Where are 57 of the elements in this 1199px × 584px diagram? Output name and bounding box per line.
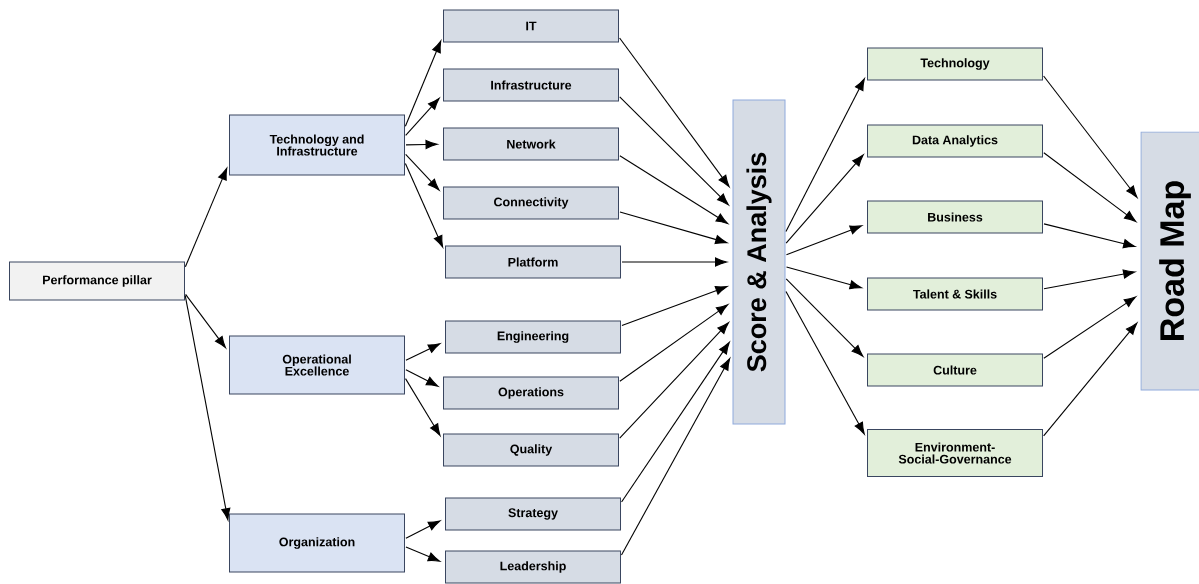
arrow <box>404 162 444 248</box>
item-box: Strategy <box>445 497 621 531</box>
arrow <box>405 343 441 361</box>
arrow <box>184 167 228 268</box>
roadmap-bar: Road Map <box>1140 131 1199 391</box>
arrow <box>405 520 441 539</box>
arrow <box>405 139 438 150</box>
arrow <box>185 293 227 349</box>
item-box: Platform <box>445 245 621 279</box>
arrow <box>1043 269 1136 290</box>
output-box: Business <box>867 200 1043 234</box>
arrow <box>404 40 442 127</box>
arrow <box>405 97 440 136</box>
arrow <box>405 153 440 191</box>
arrow <box>785 290 865 435</box>
arrow <box>619 304 729 382</box>
arrow <box>785 225 863 256</box>
arrow <box>621 257 728 267</box>
arrow <box>620 358 731 556</box>
arrow <box>1043 296 1137 359</box>
arrow <box>1043 223 1136 249</box>
output-box: Environment-Social-Governance <box>867 429 1043 477</box>
category-box: Technology and Infrastructure <box>229 114 405 176</box>
category-box: Operational Excellence <box>229 335 405 395</box>
arrow <box>184 294 231 521</box>
arrow <box>619 211 728 245</box>
item-box: Operations <box>443 376 619 410</box>
item-box: Leadership <box>445 550 621 584</box>
analysis-bar: Score & Analysis <box>732 99 786 425</box>
arrow <box>1043 322 1138 437</box>
arrow <box>404 378 441 436</box>
item-box: Engineering <box>445 320 621 354</box>
item-box: Connectivity <box>443 186 619 220</box>
arrow <box>785 154 864 244</box>
output-box: Technology <box>867 47 1043 81</box>
arrow <box>619 322 730 439</box>
arrow <box>785 266 862 290</box>
category-box: Organization <box>229 513 405 573</box>
root-box: Performance pillar <box>9 261 185 301</box>
arrow <box>785 278 864 357</box>
arrow <box>405 546 441 562</box>
item-box: Quality <box>443 433 619 467</box>
output-box: Culture <box>867 353 1043 387</box>
arrow <box>619 37 730 187</box>
arrow <box>621 286 728 326</box>
arrow <box>619 155 729 224</box>
item-box: Network <box>443 127 619 161</box>
arrow <box>619 96 729 206</box>
output-box: Talent & Skills <box>867 277 1043 311</box>
arrow <box>785 78 865 232</box>
item-box: IT <box>443 9 619 43</box>
arrow <box>1043 152 1137 223</box>
arrow <box>1043 75 1138 198</box>
arrow <box>405 369 439 387</box>
arrow <box>621 341 730 503</box>
output-box: Data Analytics <box>867 124 1043 158</box>
item-box: Infrastructure <box>443 68 619 102</box>
